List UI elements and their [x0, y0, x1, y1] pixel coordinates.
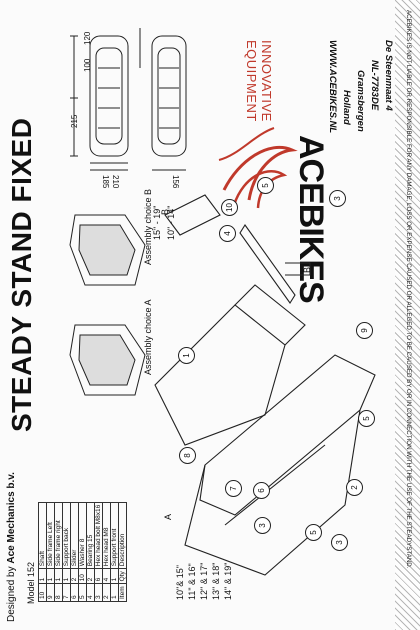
designed-by-prefix: Designed by — [6, 566, 17, 622]
callout-3: 3 — [329, 190, 346, 207]
callout-1: 1 — [178, 347, 195, 364]
address-line-2: NL-7783DE — [369, 60, 380, 111]
parts-cell-item: 2 — [102, 583, 111, 602]
parts-cell-item: 10 — [38, 583, 47, 602]
parts-cell-qty: 10 — [78, 568, 87, 584]
dim-100: 100 — [83, 58, 92, 72]
letter-b-shaft: B — [302, 266, 312, 273]
parts-header-item: Item — [118, 583, 127, 602]
address-line-3: Gramsbergen — [355, 70, 366, 132]
callout-3: 3 — [254, 517, 271, 534]
parts-header-description: Description — [118, 502, 127, 569]
parts-cell-item: 9 — [46, 583, 55, 602]
designed-by-company: Ace Mechanics b.v. — [6, 472, 17, 564]
parts-cell-description: Washer 8 — [78, 502, 87, 569]
callout-9: 9 — [356, 322, 373, 339]
size-a-4: 13" & 18" — [211, 562, 221, 600]
parts-cell-description: Support front — [110, 502, 119, 569]
model-label: Model 152 — [26, 561, 36, 604]
brand-block: INNOVATIVE EQUIPMENT — [244, 40, 274, 122]
parts-cell-qty: 1 — [38, 568, 47, 584]
address-line-4: Holland — [341, 90, 352, 125]
parts-cell-description: Shaft — [38, 502, 47, 569]
dim-215: 215 — [70, 114, 79, 128]
callout-5: 5 — [305, 524, 322, 541]
parts-cell-qty: 6 — [94, 568, 103, 584]
callout-10: 10 — [221, 199, 238, 216]
parts-cell-description: Support back — [62, 502, 71, 569]
parts-cell-description: Bearing 15 — [86, 502, 95, 569]
parts-cell-description: Slider — [70, 502, 79, 569]
parts-cell-item: 5 — [78, 583, 87, 602]
parts-cell-item: 8 — [54, 583, 63, 602]
callout-5: 5 — [257, 177, 274, 194]
callout-2: 2 — [346, 479, 363, 496]
parts-cell-qty: 1 — [54, 568, 63, 584]
page-title: STEADY STAND FIXED — [6, 117, 37, 432]
parts-cell-qty: 1 — [62, 568, 71, 584]
callout-5: 5 — [358, 410, 375, 427]
size-a-3: 12" & 17" — [199, 562, 209, 600]
address-line-1: De Steenmaat 4 — [383, 40, 394, 111]
callout-6: 6 — [253, 482, 270, 499]
dim-210: 210 — [111, 175, 120, 189]
parts-cell-qty: 4 — [102, 568, 111, 584]
parts-header-qty: Qty — [118, 568, 127, 584]
parts-cell-item: 3 — [94, 583, 103, 602]
brand-equipment: EQUIPMENT — [244, 40, 259, 122]
parts-cell-item: 1 — [110, 583, 119, 602]
callout-3: 3 — [331, 534, 348, 551]
parts-cell-description: Side frame Left — [46, 502, 55, 569]
parts-cell-item: 4 — [86, 583, 95, 602]
parts-cell-description: Side frame right — [54, 502, 63, 569]
address-line-5: WWW.ACEBIKES.NL — [327, 40, 338, 134]
assembly-diagrams — [69, 214, 146, 396]
parts-cell-qty: 2 — [86, 568, 95, 584]
size-a-2: 11" & 16" — [187, 563, 197, 600]
size-a-5: 14" & 19" — [223, 562, 233, 600]
callout-8: 8 — [179, 447, 196, 464]
parts-cell-item: 6 — [70, 583, 79, 602]
size-a-1: 10"& 15" — [175, 565, 185, 600]
exploded-view-diagram — [154, 194, 376, 576]
callout-7: 7 — [225, 480, 242, 497]
parts-cell-description: Hex head M8 — [102, 502, 111, 569]
parts-cell-description: Hex head bolt M8x16 — [94, 502, 103, 569]
brand-innovative: INNOVATIVE — [259, 40, 274, 122]
parts-cell-qty: 1 — [110, 568, 119, 584]
top-view-diagram — [70, 28, 187, 171]
wall-hatching — [395, 0, 420, 630]
callout-4: 4 — [219, 225, 236, 242]
parts-cell-item: 7 — [62, 583, 71, 602]
letter-a: A — [163, 513, 173, 520]
size-b-1: 15" - 19" — [152, 205, 162, 240]
dim-120: 120 — [83, 31, 92, 45]
dim-185: 185 — [101, 175, 110, 189]
designed-by: Designed by Ace Mechanics b.v. — [6, 472, 17, 622]
parts-cell-qty: 2 — [70, 568, 79, 584]
parts-cell-qty: 1 — [46, 568, 55, 584]
size-b-2: 10" - 14" — [166, 205, 176, 240]
disclaimer-text: ACEBIKES IS NOT LIABLE OR RESPONSIBLE FO… — [405, 10, 412, 569]
